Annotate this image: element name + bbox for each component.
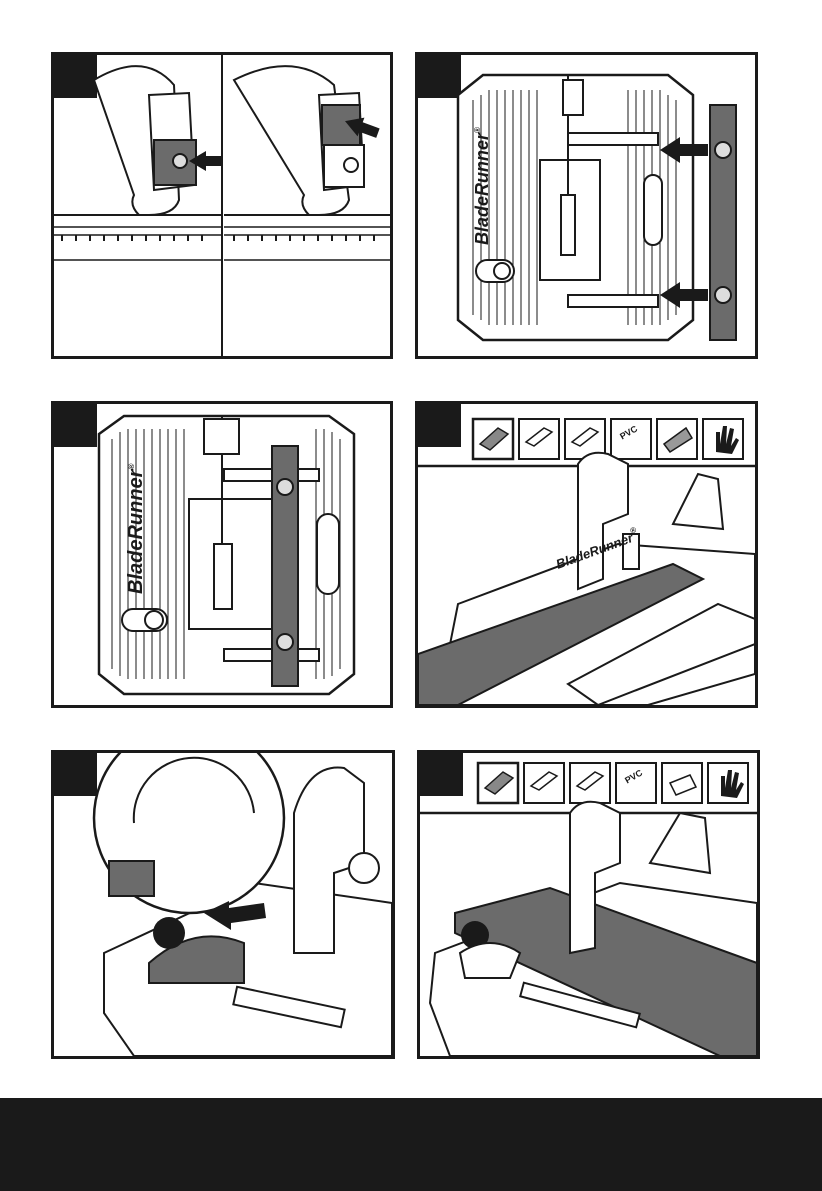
panel-2-fence-install: BladeRunner® [415, 52, 758, 359]
panel-4-rip-cut: PVC BladeRunner® [415, 401, 758, 708]
trademark-mark: ® [127, 464, 136, 470]
brand-logo: BladeRunner® [125, 464, 147, 594]
trademark-mark: ® [629, 525, 638, 536]
trademark-mark: ® [473, 127, 482, 133]
rip-cut-illustration: PVC BladeRunner® [418, 404, 755, 705]
panel-5-mitre-gauge [51, 750, 395, 1059]
mitre-gauge-illustration [54, 753, 392, 1056]
panel-3-fence-installed: BladeRunner® [51, 401, 393, 708]
material-icons-row: PVC [478, 763, 748, 803]
cross-cut-illustration: PVC [420, 753, 757, 1056]
panel-6-cross-cut: PVC [417, 750, 760, 1059]
lock-button-illustration [54, 55, 390, 356]
page-footer-band [0, 1098, 822, 1191]
table-top-view-illustration: BladeRunner® [418, 55, 755, 356]
brand-logo: BladeRunner® [472, 127, 492, 245]
panel-1-lock-button [51, 52, 393, 359]
table-top-view-illustration: BladeRunner® [54, 404, 390, 705]
